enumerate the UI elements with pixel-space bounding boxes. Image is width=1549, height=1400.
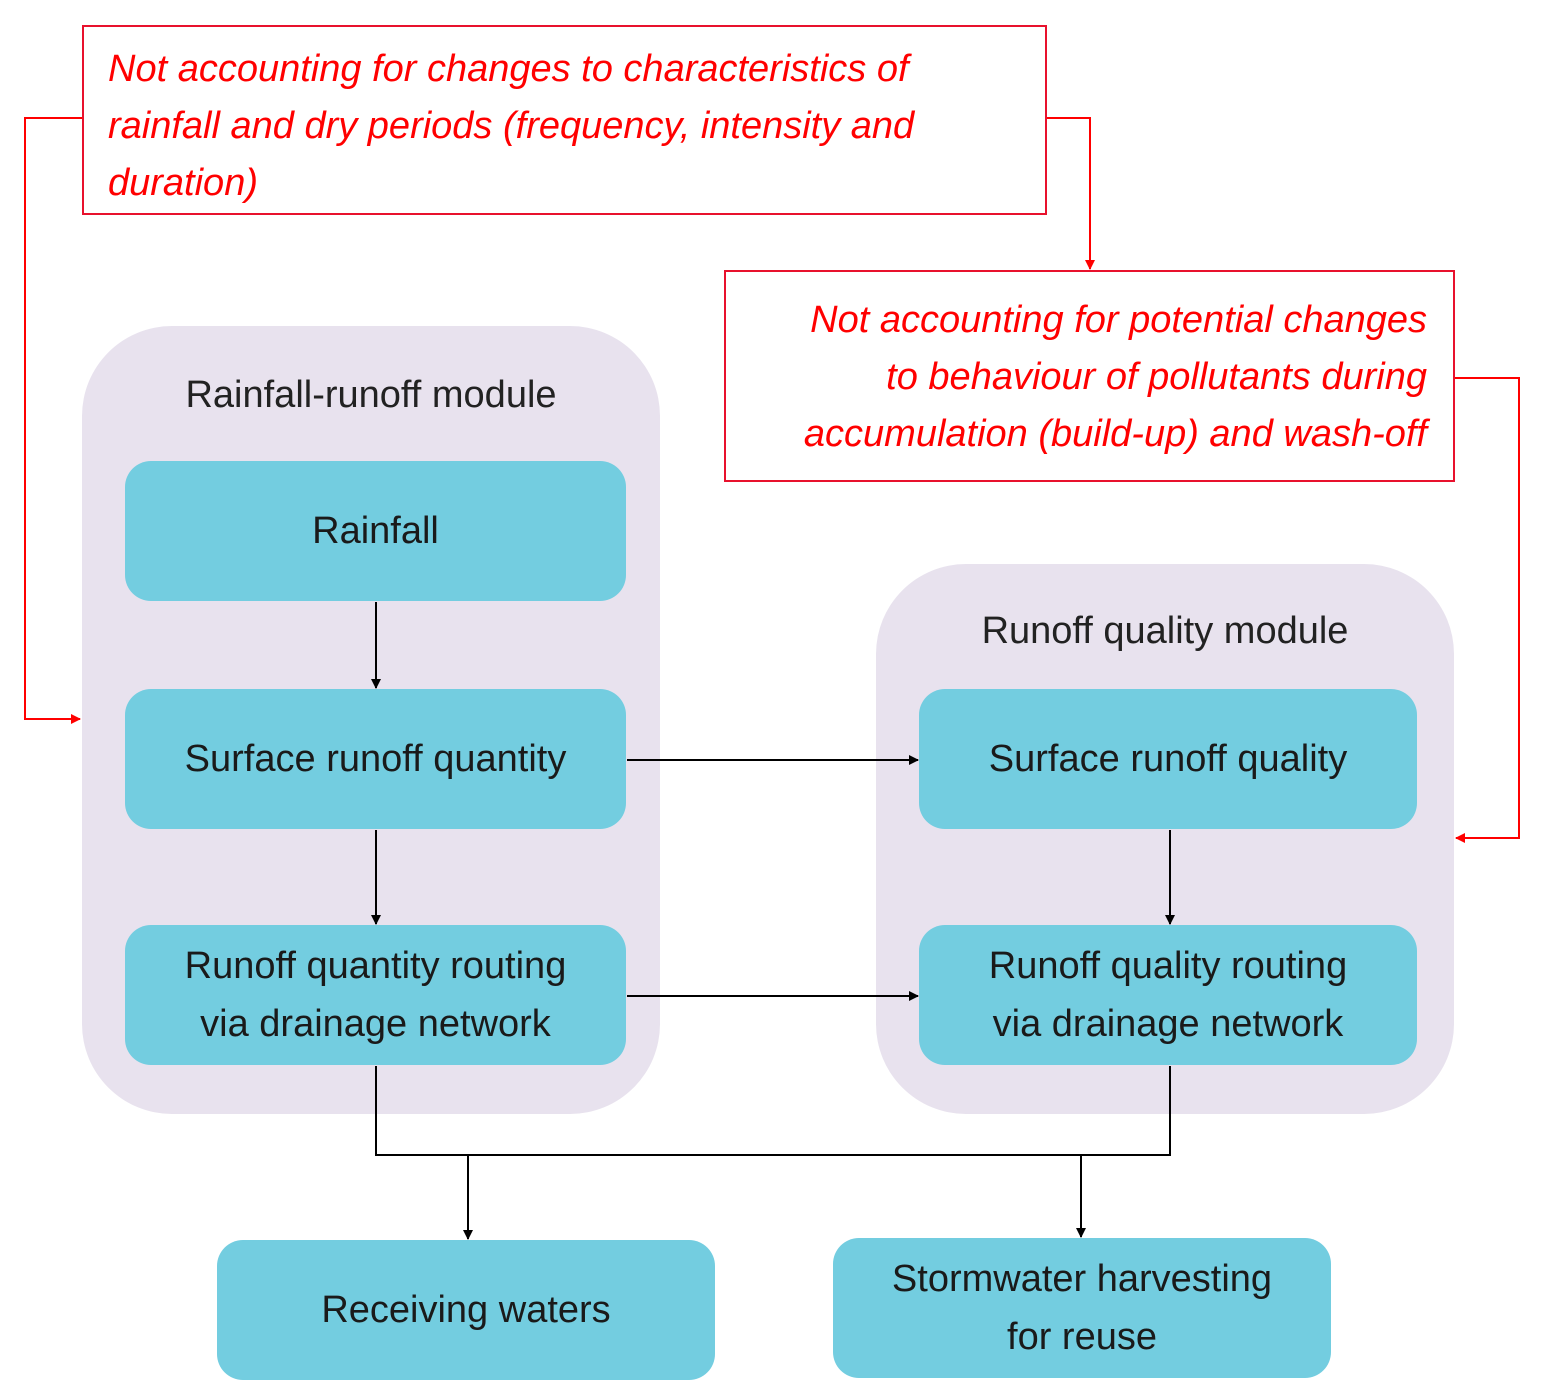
rainfall-runoff-module-title: Rainfall-runoff module (185, 374, 557, 416)
stormwater-harvesting-box: Stormwater harvesting for reuse (833, 1238, 1331, 1378)
red-arrow-pollutant-note-to-quality-module (1455, 377, 1520, 843)
surface-runoff-quality-label: Surface runoff quality (988, 738, 1348, 780)
stormwater-harvesting-label: Stormwater harvesting for reuse (891, 1258, 1273, 1358)
rainfall-characteristics-note: Not accounting for changes to characteri… (82, 25, 1047, 215)
runoff-quantity-routing-box: Runoff quantity routing via drainage net… (125, 925, 626, 1065)
surface-runoff-quantity-box: Surface runoff quantity (125, 689, 626, 829)
red-arrow-rainfall-note-to-module (24, 117, 82, 724)
runoff-quality-routing-box: Runoff quality routing via drainage netw… (919, 925, 1417, 1065)
rainfall-box: Rainfall (125, 461, 626, 601)
runoff-quality-routing-label: Runoff quality routing via drainage netw… (988, 945, 1348, 1045)
surface-runoff-quality-box: Surface runoff quality (919, 689, 1417, 829)
runoff-quality-module-title: Runoff quality module (981, 610, 1349, 652)
receiving-waters-label: Receiving waters (321, 1289, 611, 1331)
rainfall-label: Rainfall (312, 510, 439, 552)
red-arrow-rainfall-note-to-pollutant-note (1047, 117, 1095, 270)
runoff-quantity-routing-label: Runoff quantity routing via drainage net… (184, 945, 567, 1045)
pollutant-behaviour-note-text: Not accounting for potential changes to … (803, 299, 1427, 455)
pollutant-behaviour-note: Not accounting for potential changes to … (724, 270, 1455, 482)
receiving-waters-box: Receiving waters (217, 1240, 715, 1380)
rainfall-characteristics-note-text: Not accounting for changes to characteri… (108, 48, 915, 204)
surface-runoff-quantity-label: Surface runoff quantity (184, 738, 567, 780)
